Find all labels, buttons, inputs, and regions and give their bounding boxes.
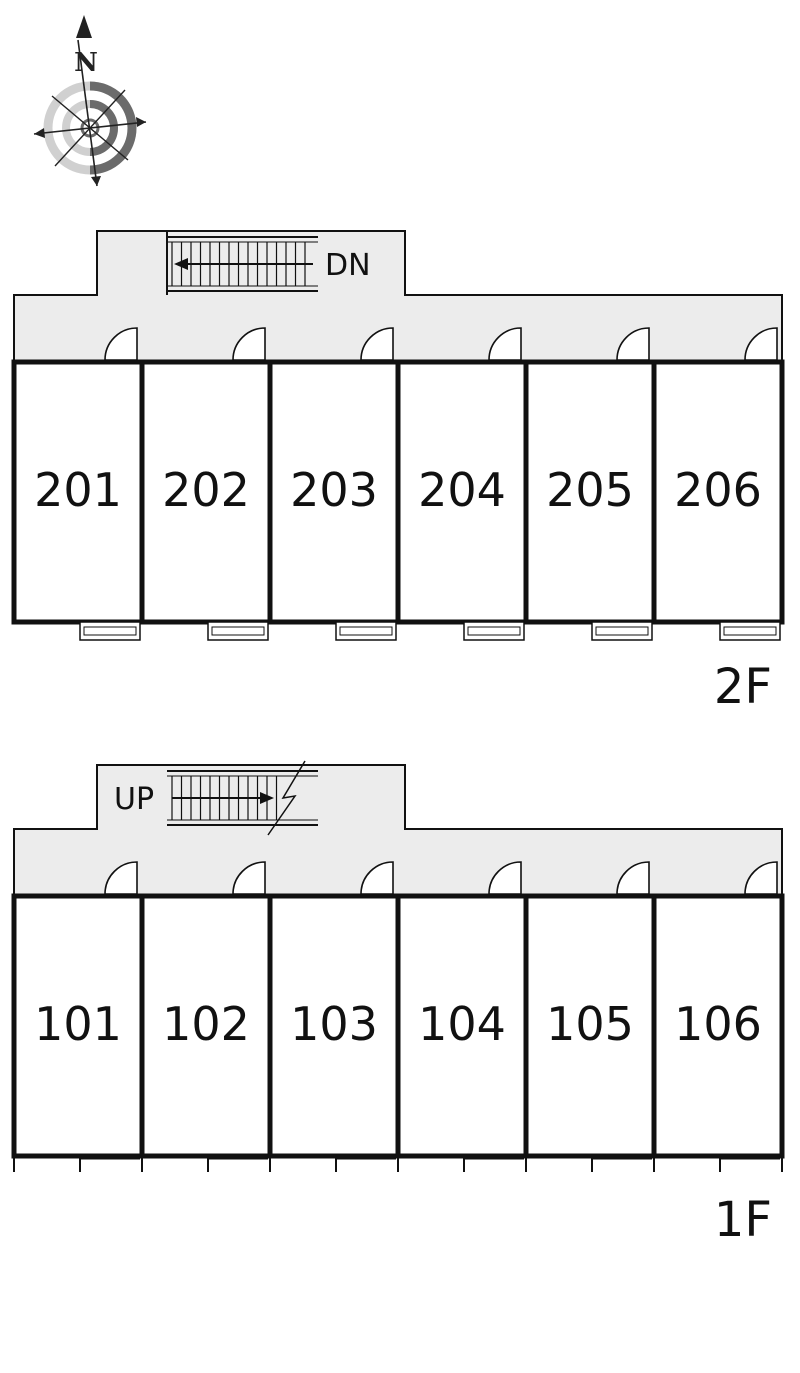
balcony-rail bbox=[467, 626, 521, 636]
balcony-rail bbox=[723, 626, 777, 636]
balcony bbox=[335, 621, 397, 641]
stair-cut bbox=[290, 777, 320, 819]
entry-door-icon bbox=[232, 327, 266, 361]
unit-number: 203 bbox=[290, 463, 378, 517]
unit-number: 101 bbox=[34, 997, 122, 1051]
unit-number: 103 bbox=[290, 997, 378, 1051]
north-label: N bbox=[74, 48, 98, 78]
unit-number: 102 bbox=[162, 997, 250, 1051]
unit-number: 206 bbox=[674, 463, 762, 517]
entry-door-icon bbox=[104, 861, 138, 895]
balcony bbox=[719, 621, 781, 641]
stair-break-line bbox=[267, 760, 306, 836]
entry-door-icon bbox=[360, 327, 394, 361]
floor-label: 2F bbox=[714, 659, 772, 715]
entry-door-icon bbox=[616, 861, 650, 895]
stair-arrow-icon bbox=[260, 792, 274, 804]
floor-2f-plan: DN 201 202 203 204 205 206 2F bbox=[11, 230, 785, 715]
unit-number: 105 bbox=[546, 997, 634, 1051]
floor-label: 1F bbox=[714, 1192, 772, 1248]
stair-label: UP bbox=[114, 782, 154, 817]
compass-icon bbox=[33, 15, 147, 187]
balcony-rail bbox=[595, 626, 649, 636]
entry-door-icon bbox=[744, 327, 778, 361]
balcony-rail bbox=[339, 626, 393, 636]
entry-door-icon bbox=[744, 861, 778, 895]
entry-door-icon bbox=[104, 327, 138, 361]
stair-arrow-icon bbox=[174, 258, 188, 270]
stair-label: DN bbox=[325, 248, 371, 283]
unit-number: 204 bbox=[418, 463, 506, 517]
balcony bbox=[591, 621, 653, 641]
balcony bbox=[79, 621, 141, 641]
entry-door-icon bbox=[360, 861, 394, 895]
entry-door-icon bbox=[488, 861, 522, 895]
unit-number: 106 bbox=[674, 997, 762, 1051]
floor-1f-plan: UP 101 102 103 104 105 106 1F bbox=[11, 760, 785, 1248]
balcony bbox=[207, 621, 269, 641]
unit-number: 201 bbox=[34, 463, 122, 517]
unit-number: 205 bbox=[546, 463, 634, 517]
entry-door-icon bbox=[488, 327, 522, 361]
balcony-rail bbox=[211, 626, 265, 636]
entry-door-icon bbox=[616, 327, 650, 361]
unit-number: 202 bbox=[162, 463, 250, 517]
balcony-rail bbox=[83, 626, 137, 636]
balcony bbox=[463, 621, 525, 641]
entry-door-icon bbox=[232, 861, 266, 895]
unit-number: 104 bbox=[418, 997, 506, 1051]
